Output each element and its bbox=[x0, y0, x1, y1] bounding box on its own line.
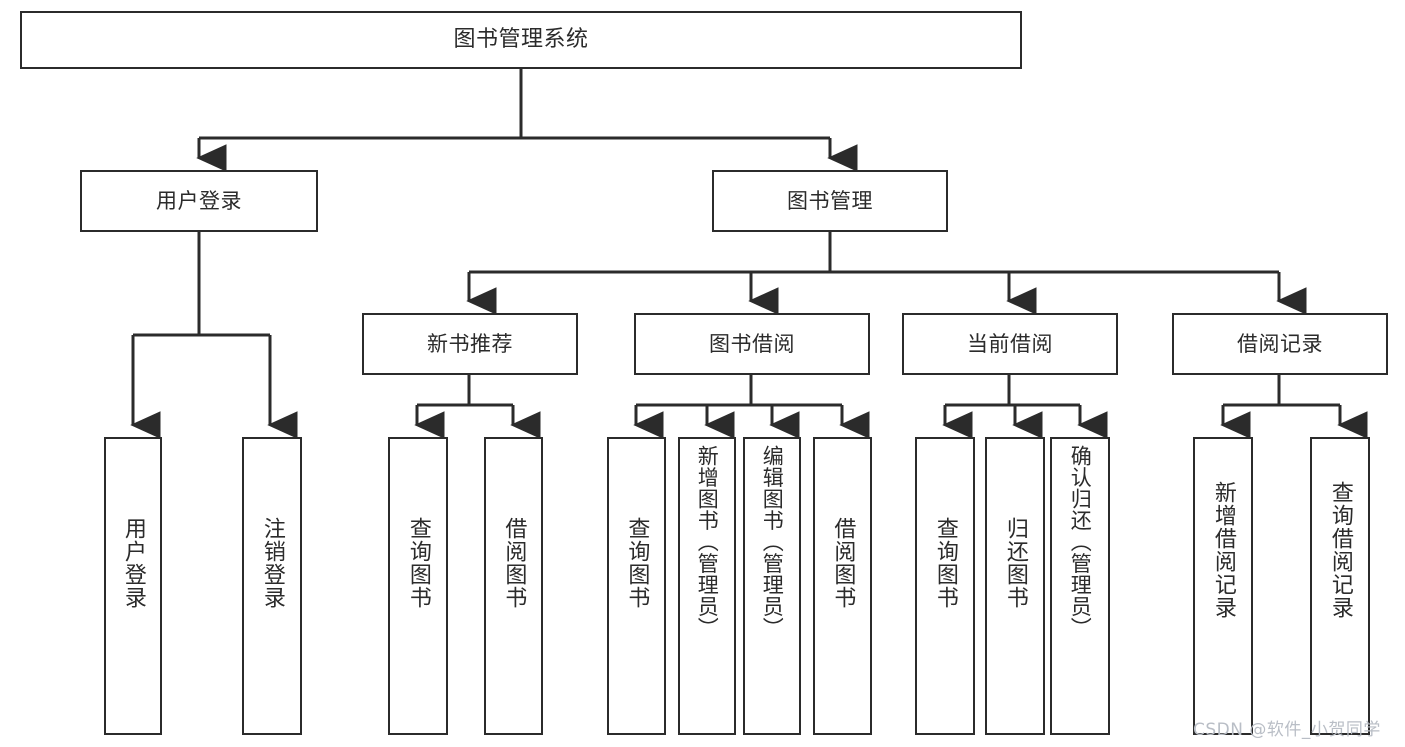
leaf-confirm-return-label: 确认归还（管理员） bbox=[1068, 445, 1093, 639]
node-borrow-record[interactable]: 借阅记录 bbox=[1172, 313, 1388, 375]
csdn-watermark: CSDN @软件_小贺同学 bbox=[1193, 720, 1381, 740]
leaf-add-record[interactable]: 新增借阅记录 bbox=[1193, 437, 1253, 735]
leaf-return-book-label: 归还图书 bbox=[1002, 517, 1028, 609]
node-current-borrow[interactable]: 当前借阅 bbox=[902, 313, 1118, 375]
leaf-borrow-book-2-label: 借阅图书 bbox=[830, 517, 856, 609]
node-new-book-rec[interactable]: 新书推荐 bbox=[362, 313, 578, 375]
node-borrow-record-label: 借阅记录 bbox=[1237, 331, 1323, 356]
leaf-confirm-return[interactable]: 确认归还（管理员） bbox=[1050, 437, 1110, 735]
leaf-borrow-book-1[interactable]: 借阅图书 bbox=[484, 437, 543, 735]
leaf-edit-book-label: 编辑图书（管理员） bbox=[760, 445, 785, 639]
leaf-add-book-label: 新增图书（管理员） bbox=[695, 445, 720, 639]
node-book-manage-label: 图书管理 bbox=[787, 188, 873, 213]
leaf-query-book-2[interactable]: 查询图书 bbox=[607, 437, 666, 735]
node-book-borrow[interactable]: 图书借阅 bbox=[634, 313, 870, 375]
node-current-borrow-label: 当前借阅 bbox=[967, 331, 1053, 356]
leaf-edit-book[interactable]: 编辑图书（管理员） bbox=[743, 437, 801, 735]
leaf-user-logout-label: 注销登录 bbox=[259, 517, 285, 609]
leaf-borrow-book-2[interactable]: 借阅图书 bbox=[813, 437, 872, 735]
leaf-query-book-3[interactable]: 查询图书 bbox=[915, 437, 975, 735]
leaf-add-book[interactable]: 新增图书（管理员） bbox=[678, 437, 736, 735]
node-book-manage[interactable]: 图书管理 bbox=[712, 170, 948, 232]
leaf-query-book-3-label: 查询图书 bbox=[932, 517, 958, 609]
leaf-borrow-book-1-label: 借阅图书 bbox=[501, 517, 527, 609]
node-user-login-label: 用户登录 bbox=[156, 188, 242, 213]
node-root-label: 图书管理系统 bbox=[453, 27, 589, 53]
leaf-query-book-2-label: 查询图书 bbox=[624, 517, 650, 609]
node-user-login[interactable]: 用户登录 bbox=[80, 170, 318, 232]
leaf-user-logout[interactable]: 注销登录 bbox=[242, 437, 302, 735]
node-book-borrow-label: 图书借阅 bbox=[709, 331, 795, 356]
leaf-query-record[interactable]: 查询借阅记录 bbox=[1310, 437, 1370, 735]
node-root[interactable]: 图书管理系统 bbox=[20, 11, 1022, 69]
leaf-return-book[interactable]: 归还图书 bbox=[985, 437, 1045, 735]
leaf-user-login[interactable]: 用户登录 bbox=[104, 437, 162, 735]
leaf-add-record-label: 新增借阅记录 bbox=[1210, 481, 1236, 619]
leaf-query-book-1[interactable]: 查询图书 bbox=[388, 437, 448, 735]
leaf-query-book-1-label: 查询图书 bbox=[405, 517, 431, 609]
leaf-query-record-label: 查询借阅记录 bbox=[1327, 481, 1353, 619]
leaf-user-login-label: 用户登录 bbox=[120, 517, 146, 609]
node-new-book-rec-label: 新书推荐 bbox=[427, 331, 513, 356]
